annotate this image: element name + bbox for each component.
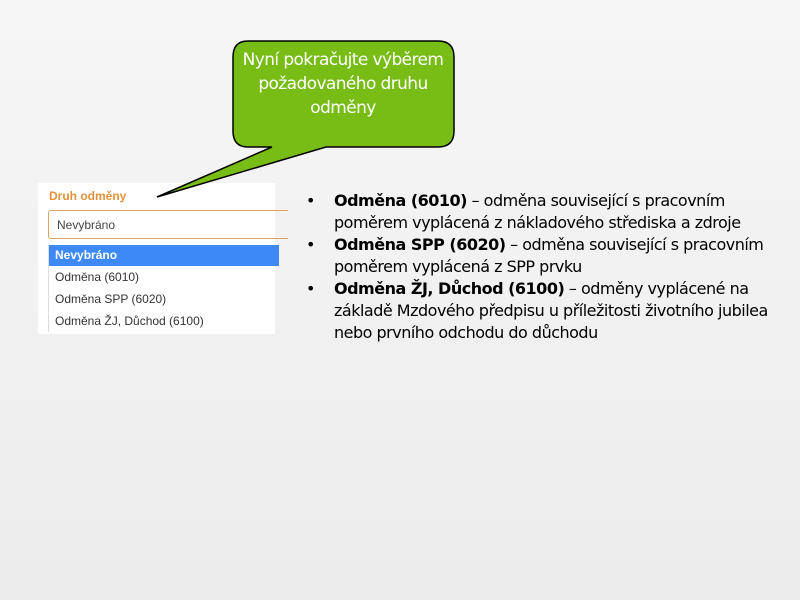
option-odmena-6010[interactable]: Odměna (6010) [55,270,140,284]
bullet-item: •Odměna ŽJ, Důchod (6100) – odměny vyplá… [306,279,768,342]
druh-odmeny-select[interactable]: Nevybráno [48,210,288,239]
bullet-term: Odměna ŽJ, Důchod (6100) [334,279,565,298]
option-odmena-zj-6100[interactable]: Odměna ŽJ, Důchod (6100) [55,314,204,328]
bullet-term: Odměna SPP (6020) [334,235,506,254]
field-label: Druh odměny [49,189,127,203]
bullet-desc: – odměna související s pracovním poměrem… [334,235,764,276]
dropdown-list: Nevybráno Odměna (6010) Odměna SPP (6020… [48,245,279,332]
option-nevybrano[interactable]: Nevybráno [49,245,279,266]
option-odmena-spp-6020[interactable]: Odměna SPP (6020) [55,292,167,306]
bullet-item: •Odměna (6010) – odměna související s pr… [306,191,741,232]
callout-text: Nyní pokračujte výběrem požadovaného dru… [242,50,444,118]
bullet-term: Odměna (6010) [334,191,468,210]
bullet-desc: – odměna související s pracovním poměrem… [334,191,741,232]
bullet-list: •Odměna (6010) – odměna související s pr… [306,190,786,344]
form-screenshot: Druh odměny Nevybráno Nevybráno Odměna (… [38,183,288,334]
bullet-item: •Odměna SPP (6020) – odměna související … [306,235,764,276]
bullet-desc: – odměny vyplácené na základě Mzdového p… [334,279,768,342]
